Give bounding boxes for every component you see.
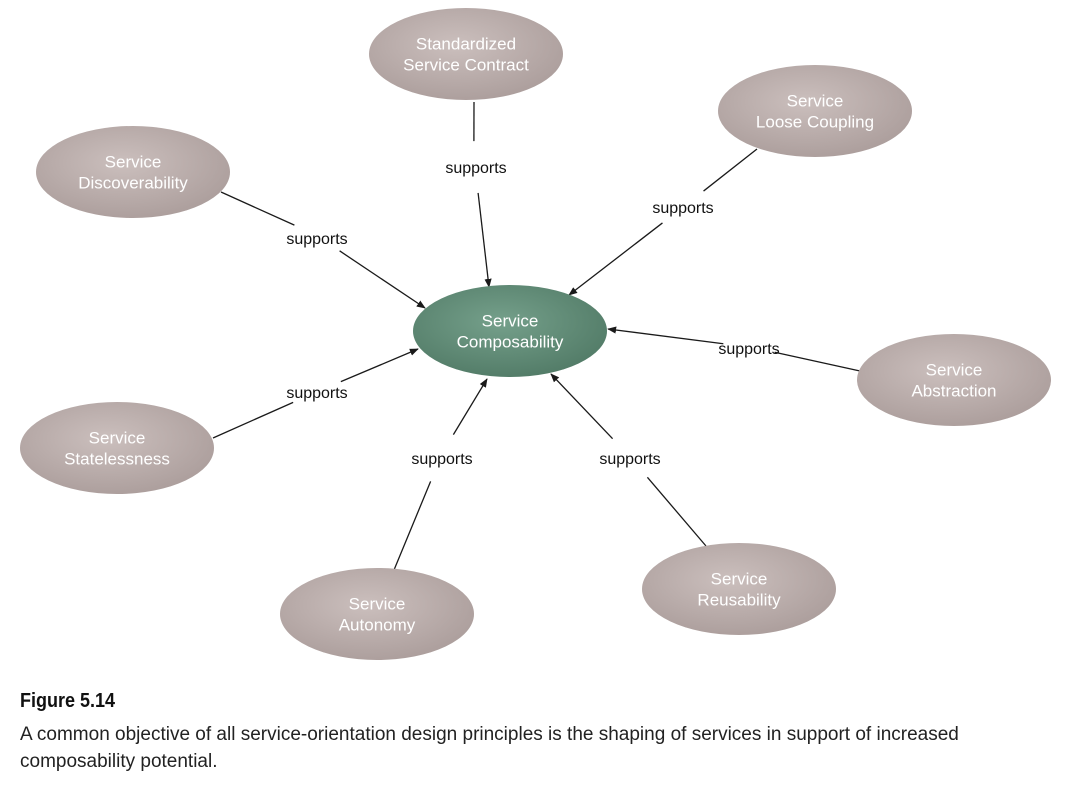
node-ellipse-service-autonomy: [280, 568, 474, 660]
edge-line-service-loose-coupling: [703, 148, 758, 192]
edge-line-service-statelessness: [212, 401, 294, 439]
edge-label-service-statelessness: supports: [286, 385, 347, 402]
node-label-service-loose-coupling-0: Service: [787, 92, 844, 111]
node-label-composability-0: Service: [482, 312, 539, 331]
edge-arrow-service-discoverability: [339, 250, 426, 309]
node-label-service-statelessness-0: Service: [89, 429, 146, 448]
edge-arrow-service-reusability: [550, 373, 614, 440]
node-label-service-discoverability-1: Discoverability: [78, 174, 188, 193]
edge-label-service-discoverability: supports: [286, 231, 347, 248]
node-label-service-discoverability-0: Service: [105, 153, 162, 172]
edge-arrow-service-autonomy: [452, 378, 488, 435]
node-label-service-abstraction-0: Service: [926, 361, 983, 380]
node-label-service-reusability-1: Reusability: [697, 591, 781, 610]
node-label-service-autonomy-0: Service: [349, 595, 406, 614]
node-label-composability-1: Composability: [457, 333, 564, 352]
edge-label-standardized-service-contract: supports: [445, 160, 506, 177]
edge-line-service-reusability: [646, 476, 707, 547]
edge-arrow-standardized-service-contract: [477, 192, 492, 288]
node-ellipse-service-reusability: [642, 543, 836, 635]
edges-layer: [212, 101, 861, 571]
edge-label-service-loose-coupling: supports: [652, 200, 713, 217]
node-ellipse-service-abstraction: [857, 334, 1051, 426]
figure-title: Figure 5.14: [20, 690, 116, 712]
edge-line-service-abstraction: [774, 351, 861, 372]
edge-labels-layer: supports supports supports supports supports…: [286, 160, 779, 468]
edge-arrow-service-statelessness: [340, 348, 419, 383]
edge-arrow-service-abstraction: [607, 326, 724, 345]
node-label-service-statelessness-1: Statelessness: [64, 450, 170, 469]
node-ellipse-service-loose-coupling: [718, 65, 912, 157]
figure-caption: Figure 5.14 A common objective of all se…: [20, 690, 1050, 775]
edge-label-service-autonomy: supports: [411, 451, 472, 468]
node-ellipse-service-statelessness: [20, 402, 214, 494]
edge-line-service-autonomy: [393, 481, 432, 571]
node-ellipse-standardized-service-contract: [369, 8, 563, 100]
edge-arrow-service-loose-coupling: [568, 222, 663, 296]
node-label-standardized-service-contract-1: Service Contract: [403, 56, 529, 75]
node-label-standardized-service-contract-0: Standardized: [416, 35, 516, 54]
node-label-service-reusability-0: Service: [711, 570, 768, 589]
node-label-service-abstraction-1: Abstraction: [911, 382, 996, 401]
node-label-service-loose-coupling-1: Loose Coupling: [756, 113, 874, 132]
node-label-service-autonomy-1: Autonomy: [339, 616, 416, 635]
edge-line-service-discoverability: [220, 191, 295, 226]
edge-label-service-abstraction: supports: [718, 341, 779, 358]
node-ellipse-service-discoverability: [36, 126, 230, 218]
figure-description: A common objective of all service-orient…: [20, 724, 959, 772]
node-ellipse-composability: [413, 285, 607, 377]
edge-label-service-reusability: supports: [599, 451, 660, 468]
